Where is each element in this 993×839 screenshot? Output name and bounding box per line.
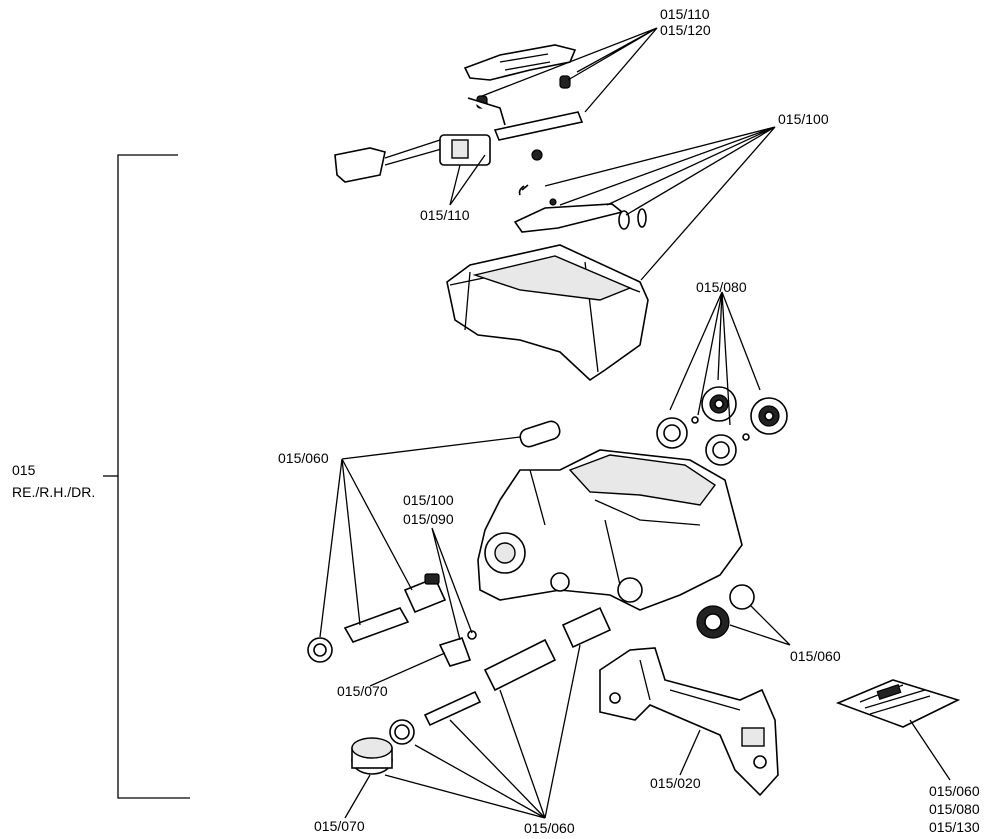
callout-015-060-right: 015/060 bbox=[790, 648, 841, 664]
callout-015-060-bottom: 015/060 bbox=[524, 820, 575, 836]
callout-015-070-bottom: 015/070 bbox=[314, 818, 365, 834]
adjuster-cap-part bbox=[438, 630, 477, 667]
callout-kit-015-080: 015/080 bbox=[929, 801, 980, 817]
leader-lines bbox=[319, 27, 951, 819]
callout-015-060-left: 015/060 bbox=[278, 450, 329, 466]
seal-ring-part bbox=[656, 386, 788, 466]
assembly-code-label: 015 bbox=[12, 462, 36, 478]
assembly-bracket bbox=[103, 154, 190, 799]
callout-kit-015-060: 015/060 bbox=[929, 783, 980, 799]
repair-kit-bag-part bbox=[835, 679, 961, 728]
guide-bushing-part bbox=[519, 420, 561, 448]
bolt-part bbox=[389, 690, 482, 745]
assembly-variant-label: RE./R.H./DR. bbox=[12, 484, 95, 500]
callout-015-070-mid: 015/070 bbox=[337, 683, 388, 699]
caliper-housing-part bbox=[477, 449, 743, 611]
sleeve-part bbox=[483, 606, 612, 692]
callout-015-090: 015/090 bbox=[403, 511, 454, 527]
boot-seal-part bbox=[696, 584, 755, 639]
wear-sensor-wire-part bbox=[467, 97, 584, 161]
end-cap-part bbox=[351, 737, 393, 775]
wear-indicator-cover-part bbox=[463, 44, 577, 81]
brake-pad-part bbox=[446, 244, 649, 382]
callout-kit-015-130: 015/130 bbox=[929, 819, 980, 835]
callout-015-110-top: 015/110 bbox=[660, 6, 710, 22]
guide-pin-part bbox=[307, 573, 447, 663]
callout-015-020: 015/020 bbox=[650, 775, 701, 791]
carrier-bracket-part bbox=[599, 647, 779, 797]
sensor-connector-part bbox=[334, 134, 491, 183]
callout-015-100-top: 015/100 bbox=[778, 111, 829, 127]
callout-015-110: 015/110 bbox=[420, 207, 470, 223]
callout-015-120-top: 015/120 bbox=[660, 22, 711, 38]
callout-015-100-mid: 015/100 bbox=[403, 492, 454, 508]
pad-retainer-clip-part bbox=[513, 184, 647, 233]
callout-015-080: 015/080 bbox=[696, 279, 747, 295]
